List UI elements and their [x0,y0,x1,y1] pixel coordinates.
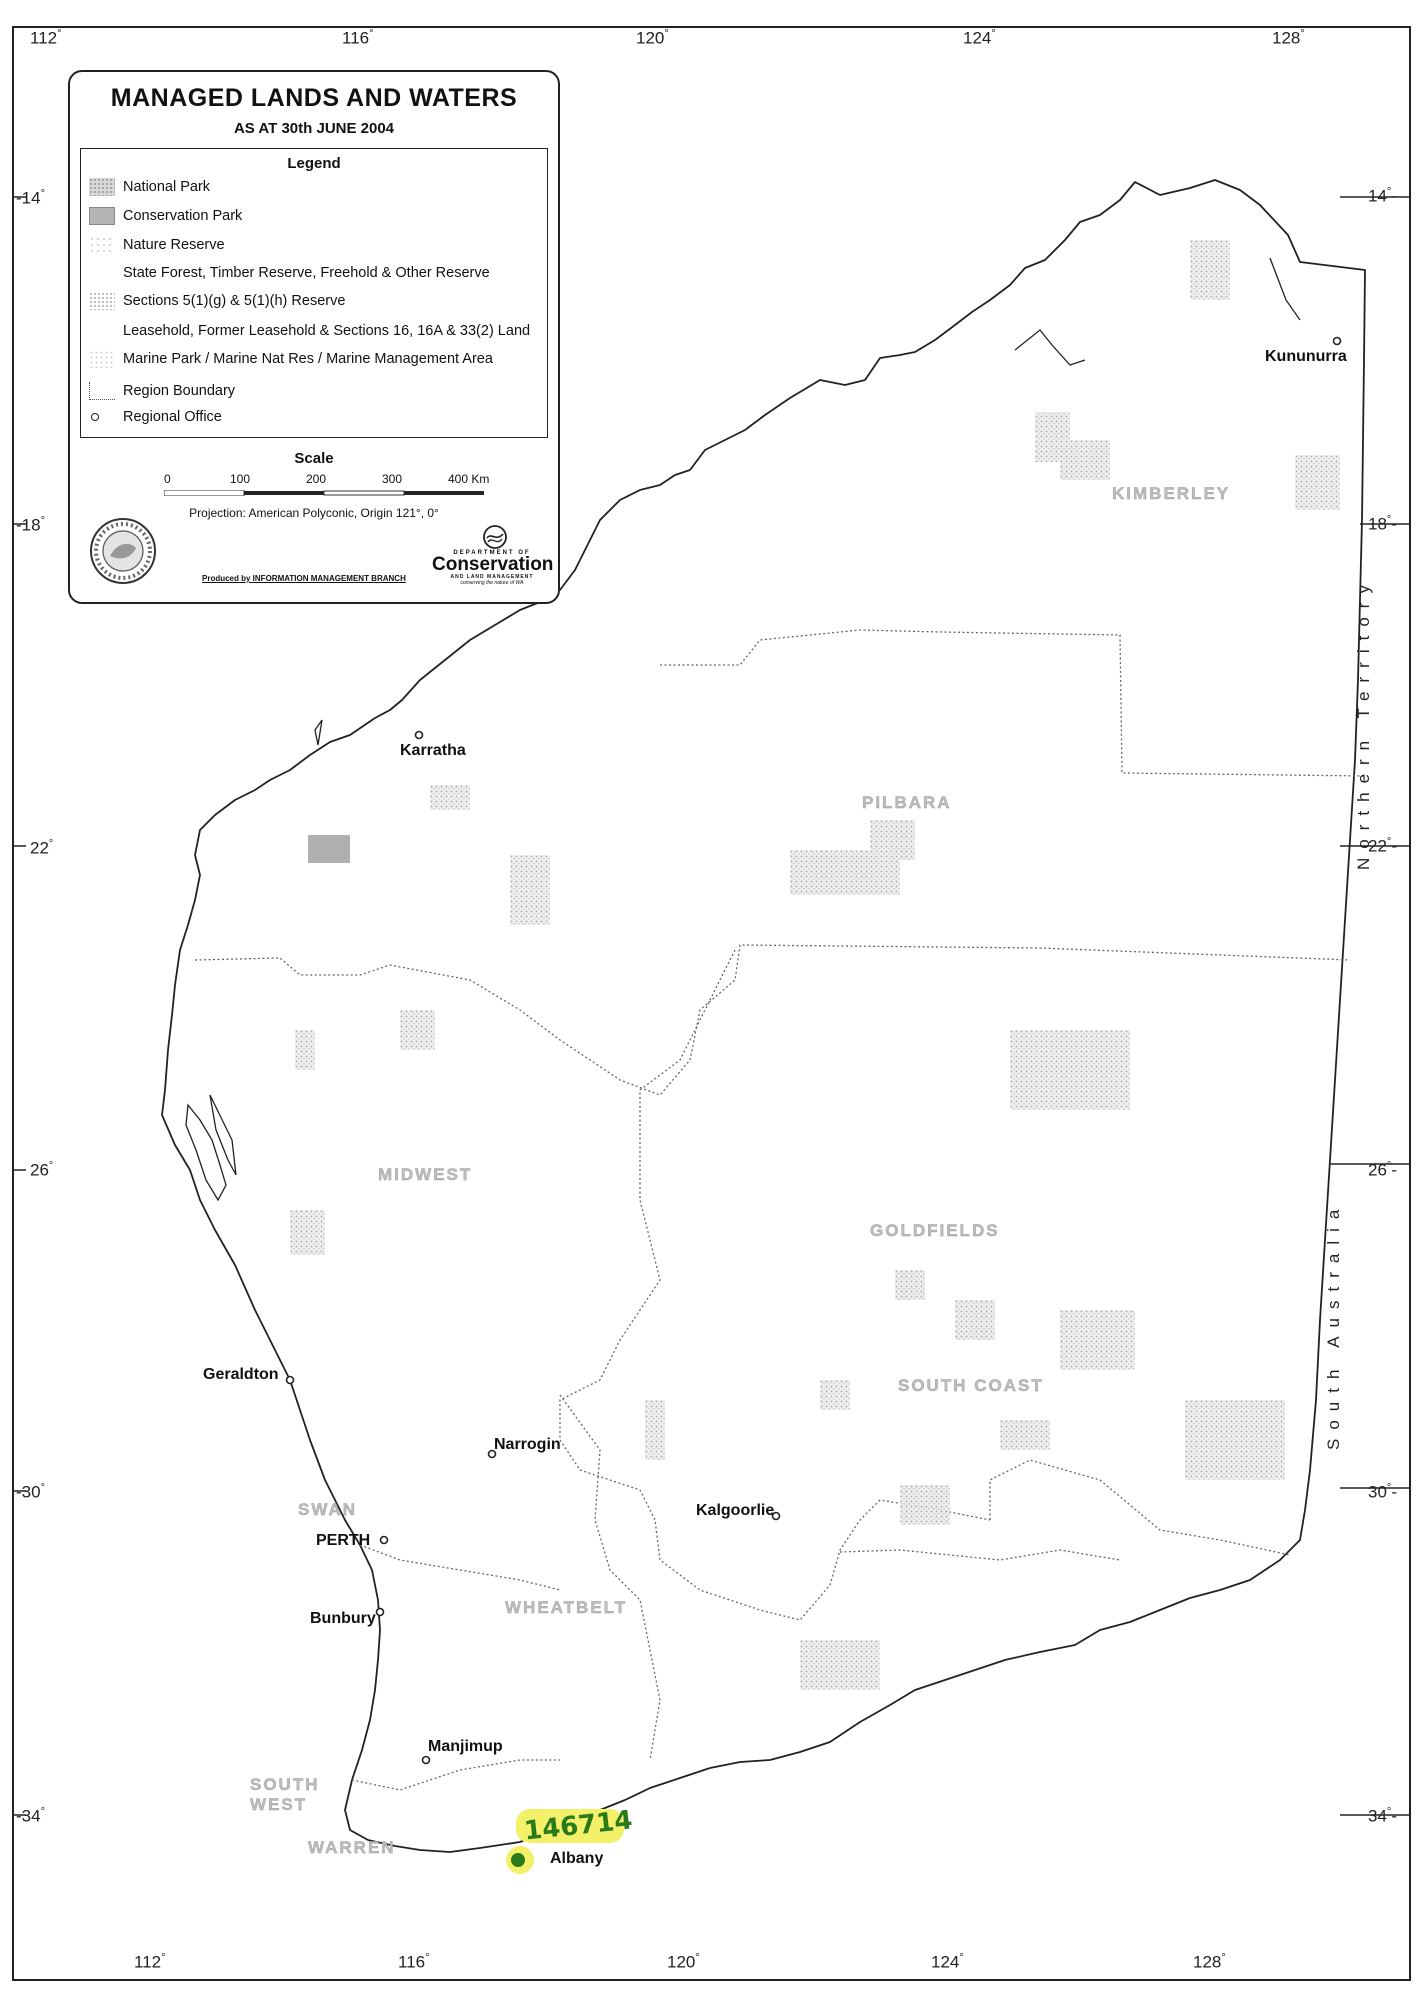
region-label: SOUTH WEST [250,1775,320,1814]
lat-label-right: 14°- [1368,186,1397,206]
legend-box: Legend National Park Conservation Park N… [80,148,548,438]
border-label-northern-territory: Northern Territory [1354,576,1373,870]
legend-heading: Legend [287,155,341,172]
department-logo: DEPARTMENT OF Conservation AND LAND MANA… [432,524,554,594]
region-boundaries [194,629,1366,1791]
region-label: PILBARA [862,793,952,812]
swatch-region-boundary [89,382,115,400]
lat-label-left: -34° [16,1806,45,1826]
legend-item: Regional Office [89,405,222,429]
border-label-south-australia: South Australia [1324,1200,1343,1450]
region-label: WARREN [308,1838,396,1857]
scale-tick: 0 [164,472,171,486]
lon-label-top: 120° [636,28,669,48]
lat-label-right: 34°- [1368,1806,1397,1826]
region-label: MIDWEST [378,1165,473,1184]
scale-tick: 200 [306,472,327,486]
town-label: Manjimup [428,1738,503,1755]
department-subtitle: AND LAND MANAGEMENT [450,574,534,580]
lat-label-right: 26°- [1368,1160,1397,1180]
department-name: Conservation [432,554,554,575]
legend-item: Sections 5(1)(g) & 5(1)(h) Reserve [89,289,345,313]
lat-label-left: -18° [16,515,45,535]
lon-label-bottom: 124° [931,1952,964,1972]
lon-label-bottom: 112° [134,1952,166,1972]
swatch-national-park [89,178,115,196]
town-label: Kununurra [1265,348,1347,365]
department-small-text: DEPARTMENT OF [453,550,531,556]
conservation-park-patch [308,835,350,863]
scale-title: Scale [294,450,334,467]
map-title: MANAGED LANDS AND WATERS [110,84,518,112]
swatch-nature-reserve [89,236,115,254]
map-subtitle: AS AT 30th JUNE 2004 [233,120,395,137]
legend-item: Region Boundary [89,379,235,403]
scale-tick: 100 [230,472,251,486]
lat-label-left: -14° [16,188,45,208]
producer-credit: Produced by INFORMATION MANAGEMENT BRANC… [202,574,406,583]
legend-panel: MANAGED LANDS AND WATERS AS AT 30th JUNE… [68,70,560,604]
lon-label-top: 112° [30,28,62,48]
town-label: Geraldton [203,1366,279,1383]
government-seal-icon [90,518,156,584]
lon-label-top: 124° [963,28,996,48]
annotation-dot-icon [506,1846,534,1874]
town-label: Narrogin [494,1436,561,1453]
scale-bar [164,490,484,496]
annotation-highlight [516,1809,624,1843]
map-frame [12,26,1411,1981]
graticule-ticks [12,196,1410,1816]
projection-note: Projection: American Polyconic, Origin 1… [189,506,439,520]
region-label: WHEATBELT [505,1598,628,1617]
scale-tick: 300 [382,472,403,486]
lon-label-bottom: 128° [1193,1952,1226,1972]
swatch-state-forest [89,264,115,282]
swatch-regional-office [89,408,115,426]
region-label: SWAN [298,1500,357,1519]
lon-label-bottom: 116° [398,1952,430,1972]
regional-office-icon [91,413,99,421]
legend-item: Conservation Park [89,204,242,228]
town-label: Karratha [400,742,466,759]
region-label: SOUTH COAST [898,1376,1044,1395]
scale-tick: 400 Km [448,472,490,486]
department-tagline: conserving the nature of WA [460,580,524,586]
lon-label-top: 128° [1272,28,1305,48]
region-label: GOLDFIELDS [870,1221,1000,1240]
department-emblem-icon [483,525,507,549]
islands [185,257,1301,1202]
lon-label-bottom: 120° [667,1952,700,1972]
regional-office-markers [285,336,1342,1841]
coastline [161,179,1366,1853]
lat-label-left: -30° [16,1482,45,1502]
lon-label-top: 116° [342,28,374,48]
swatch-marine-park [89,350,115,368]
swatch-conservation-park [89,207,115,225]
region-label: KIMBERLEY [1112,484,1231,503]
managed-land-areas [290,240,1340,1690]
town-label: PERTH [316,1532,371,1549]
lat-label-left: 26° [30,1160,54,1180]
lat-label-left: 22° [30,838,54,858]
legend-item: Leasehold, Former Leasehold & Sections 1… [89,319,530,343]
legend-item: State Forest, Timber Reserve, Freehold &… [89,261,490,285]
legend-item: Nature Reserve [89,233,225,257]
town-label: Albany [550,1850,604,1867]
town-label: Bunbury [310,1610,376,1627]
swatch-sections-reserve [89,292,115,310]
swatch-leasehold [89,322,115,340]
legend-item: National Park [89,175,210,199]
town-label: Kalgoorlie [696,1502,775,1519]
legend-item: Marine Park / Marine Nat Res / Marine Ma… [89,347,493,371]
